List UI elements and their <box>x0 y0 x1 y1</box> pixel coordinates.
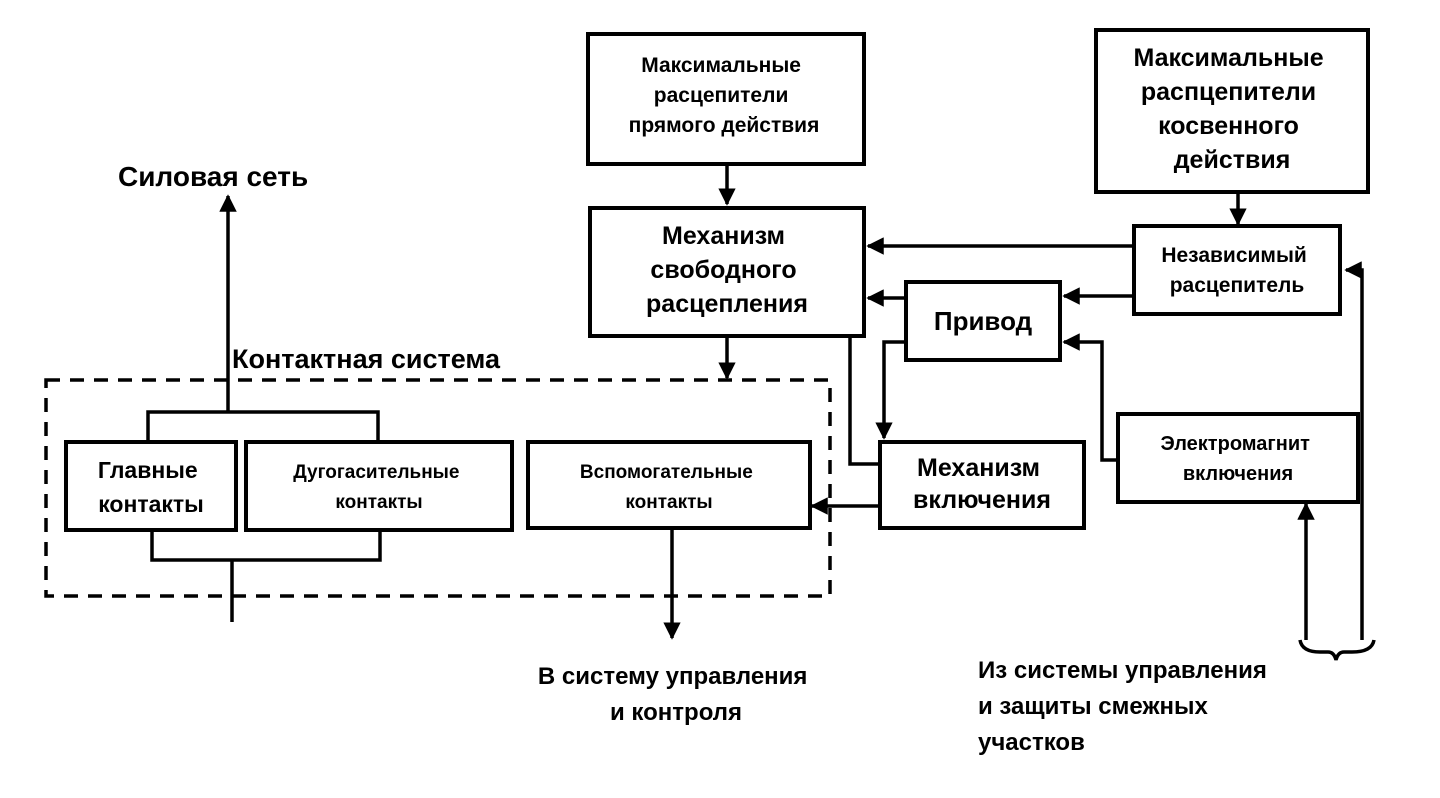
arrow-electromagnet-to-drive <box>1062 333 1118 462</box>
block-free-release: Механизм свободного расцепления <box>588 206 866 338</box>
electromagnet-label: Электромагнит включения <box>1161 433 1316 485</box>
block-drive: Привод <box>904 280 1062 362</box>
independent-release-label: Независимый расцепитель <box>1161 244 1312 297</box>
line-free-release-to-closing <box>848 336 880 466</box>
max-indirect-label: Максимальные распцепители косвенного дей… <box>1133 44 1330 174</box>
closing-mechanism-label: Механизм включения <box>913 454 1051 514</box>
block-independent-release: Независимый расцепитель <box>1132 224 1342 316</box>
free-release-label: Механизм свободного расцепления <box>646 222 808 318</box>
drive-label: Привод <box>934 306 1033 336</box>
aux-contacts-label: Вспомогательные контакты <box>580 462 758 513</box>
contact-system-label: Контактная система <box>232 344 501 374</box>
arrow-adjacent-to-independent <box>1344 261 1364 640</box>
main-contacts-label: Главные контакты <box>98 457 204 517</box>
block-electromagnet: Электромагнит включения <box>1116 412 1360 504</box>
contact-system-frame <box>44 378 832 598</box>
from-control-label: Из системы управления и защиты смежных у… <box>978 657 1274 756</box>
block-aux-contacts: Вспомогательные контакты <box>526 440 812 530</box>
block-max-direct: Максимальные расцепители прямого действи… <box>586 32 866 166</box>
arc-contacts-label: Дугогасительные контакты <box>293 462 465 513</box>
block-closing-mechanism: Механизм включения <box>878 440 1086 530</box>
block-arc-contacts: Дугогасительные контакты <box>244 440 514 532</box>
block-max-indirect: Максимальные распцепители косвенного дей… <box>1094 28 1370 194</box>
bus-bottom <box>150 530 382 562</box>
connectors <box>146 164 1376 661</box>
input-brace <box>1298 639 1376 661</box>
to-control-label: В систему управления и контроля <box>538 663 814 726</box>
max-direct-label: Максимальные расцепители прямого действи… <box>629 54 820 137</box>
arrow-drive-to-closing <box>875 340 906 440</box>
bus-top <box>146 410 380 442</box>
power-net-label: Силовая сеть <box>118 161 308 192</box>
block-main-contacts: Главные контакты <box>64 440 238 532</box>
